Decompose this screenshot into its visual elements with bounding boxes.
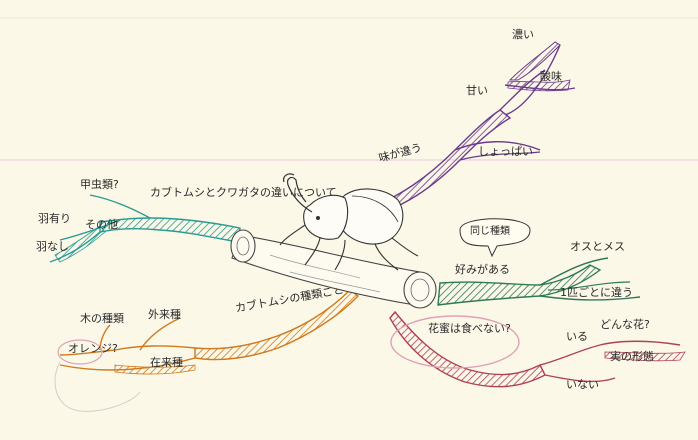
flower-shape-label: 実の形態 <box>610 349 654 363</box>
taste-rich-label: 濃い <box>512 27 534 41</box>
branch-other <box>50 195 240 262</box>
preference-label: 好みがある <box>455 262 510 276</box>
other-winged-label: 羽有り <box>38 211 71 225</box>
other-label: その他 <box>85 218 118 231</box>
branch-taste <box>368 42 575 218</box>
taste-salty-label: しょっぱい <box>478 145 533 158</box>
flower-label: 花蜜は食べない? <box>428 321 511 335</box>
species-foreign-label: 外来種 <box>148 307 181 321</box>
taste-sour-label: 酸味 <box>540 69 562 83</box>
other-note-label: カブトムシとクワガタの違いについて <box>150 185 337 199</box>
preference-male-female-label: オスとメス <box>570 240 625 253</box>
taste-sweet-label: 甘い <box>466 84 488 97</box>
preference-individual-label: 1匹ごとに違う <box>560 285 633 299</box>
species-orange-label: オレンジ? <box>68 342 118 355</box>
flower-which-label: どんな花? <box>600 318 650 331</box>
other-wingless-label: 羽なし <box>36 240 69 253</box>
species-native-label: 在来種 <box>150 355 183 369</box>
preference-bubble-text: 同じ種類 <box>470 224 510 237</box>
flower-yes-label: いる <box>566 330 588 343</box>
other-beetle-label: 甲虫類? <box>80 178 119 191</box>
taste-label: 味が違う <box>377 140 423 165</box>
flower-no-label: いない <box>566 378 599 391</box>
preference-bubble: 同じ種類 <box>460 219 530 256</box>
species-tree-label: 木の種類 <box>80 311 124 325</box>
